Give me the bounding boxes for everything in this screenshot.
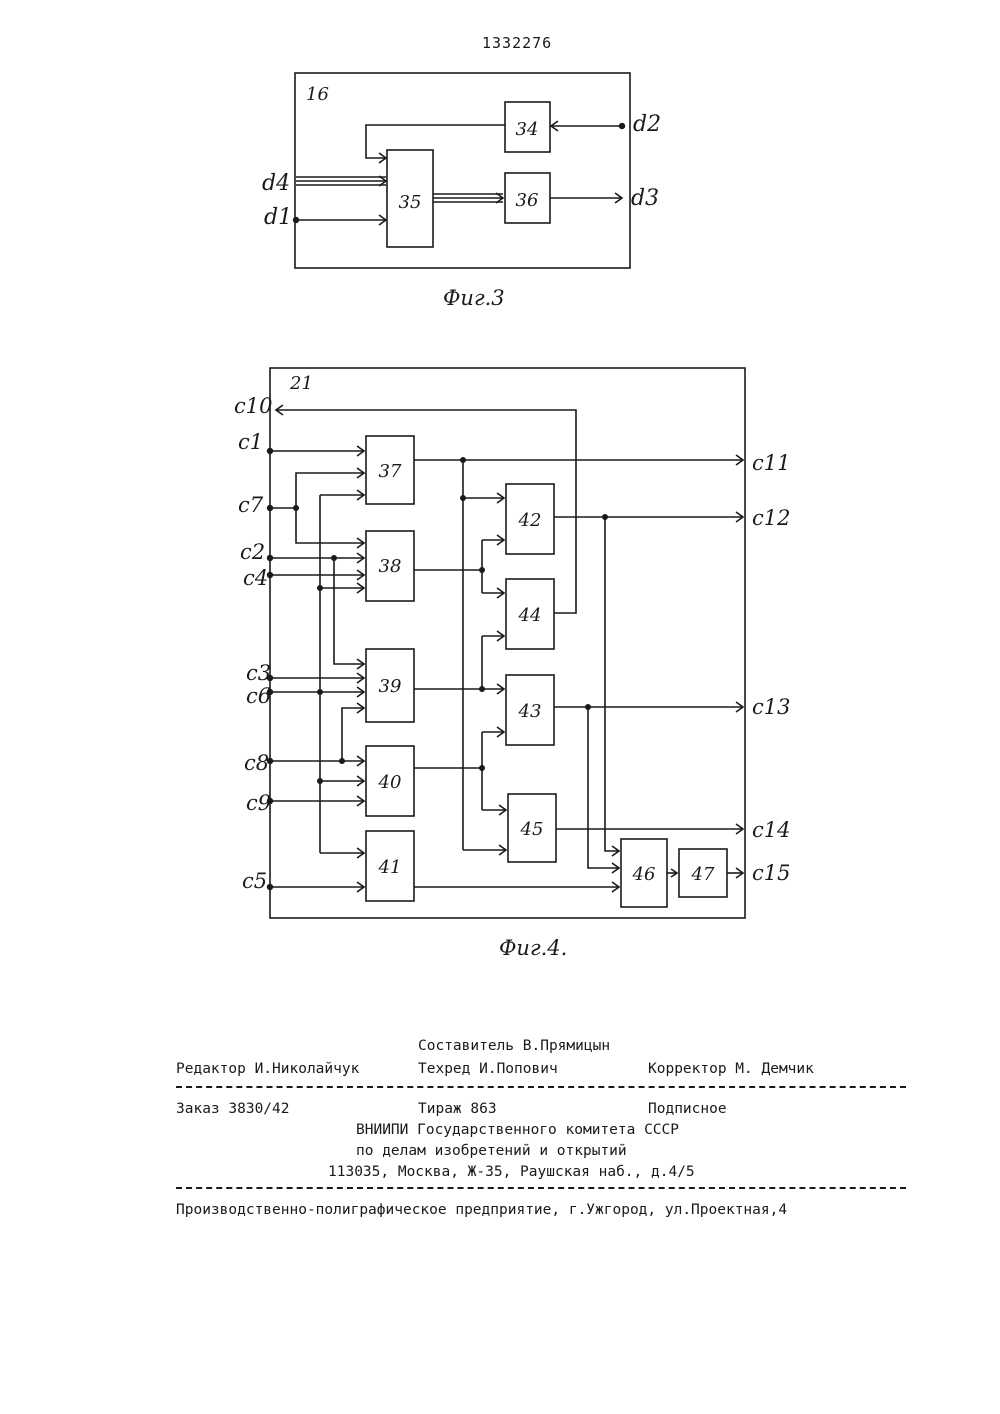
fig4-caption: Фиг.4. — [499, 936, 567, 960]
block-47-label: 47 — [691, 864, 715, 885]
output-c11: c11 — [752, 451, 790, 475]
block-43-label: 43 — [518, 701, 542, 722]
input-c5: c5 — [242, 869, 267, 893]
input-c7: c7 — [238, 493, 264, 517]
input-c6: c6 — [246, 684, 271, 708]
block-39-label: 39 — [379, 676, 402, 697]
printer-line: Производственно-полиграфическое предприя… — [176, 1200, 787, 1220]
block-38-label: 38 — [379, 556, 402, 577]
divider-top — [176, 1086, 906, 1088]
subscription-line: Подписное — [648, 1099, 727, 1119]
input-c4: c4 — [243, 566, 268, 590]
block-46-label: 46 — [632, 864, 656, 885]
block-44-label: 44 — [518, 605, 542, 626]
block-41-label: 41 — [378, 857, 402, 878]
output-c13: c13 — [752, 695, 790, 719]
figure-4-diagram: 21 37 38 39 40 41 42 43 44 45 46 47 — [0, 0, 1000, 980]
circulation-line: Тираж 863 — [418, 1099, 497, 1119]
output-c12: c12 — [752, 506, 790, 530]
address-line: 113035, Москва, Ж-35, Раушская наб., д.4… — [328, 1162, 695, 1182]
input-c8: c8 — [244, 751, 269, 775]
input-c1: c1 — [238, 430, 263, 454]
output-c10: c10 — [234, 394, 272, 418]
corrector-line: Корректор М. Демчик — [648, 1059, 814, 1079]
fig4-frame-label: 21 — [289, 373, 313, 394]
editor-line: Редактор И.Николайчук — [176, 1059, 359, 1079]
techred-line: Техред И.Попович — [418, 1059, 558, 1079]
divider-bottom — [176, 1187, 906, 1189]
block-37-label: 37 — [379, 461, 402, 482]
block-45-label: 45 — [520, 819, 544, 840]
block-42-label: 42 — [518, 510, 542, 531]
org-line-2: по делам изобретений и открытий — [356, 1141, 627, 1161]
output-c15: c15 — [752, 861, 790, 885]
block-40-label: 40 — [378, 772, 402, 793]
output-c14: c14 — [752, 818, 790, 842]
order-line: Заказ 3830/42 — [176, 1099, 290, 1119]
input-c3: c3 — [246, 661, 271, 685]
org-line-1: ВНИИПИ Государственного комитета СССР — [356, 1120, 679, 1140]
input-c2: c2 — [240, 540, 265, 564]
compiler-line: Составитель В.Прямицын — [418, 1036, 610, 1056]
input-c9: c9 — [246, 791, 271, 815]
